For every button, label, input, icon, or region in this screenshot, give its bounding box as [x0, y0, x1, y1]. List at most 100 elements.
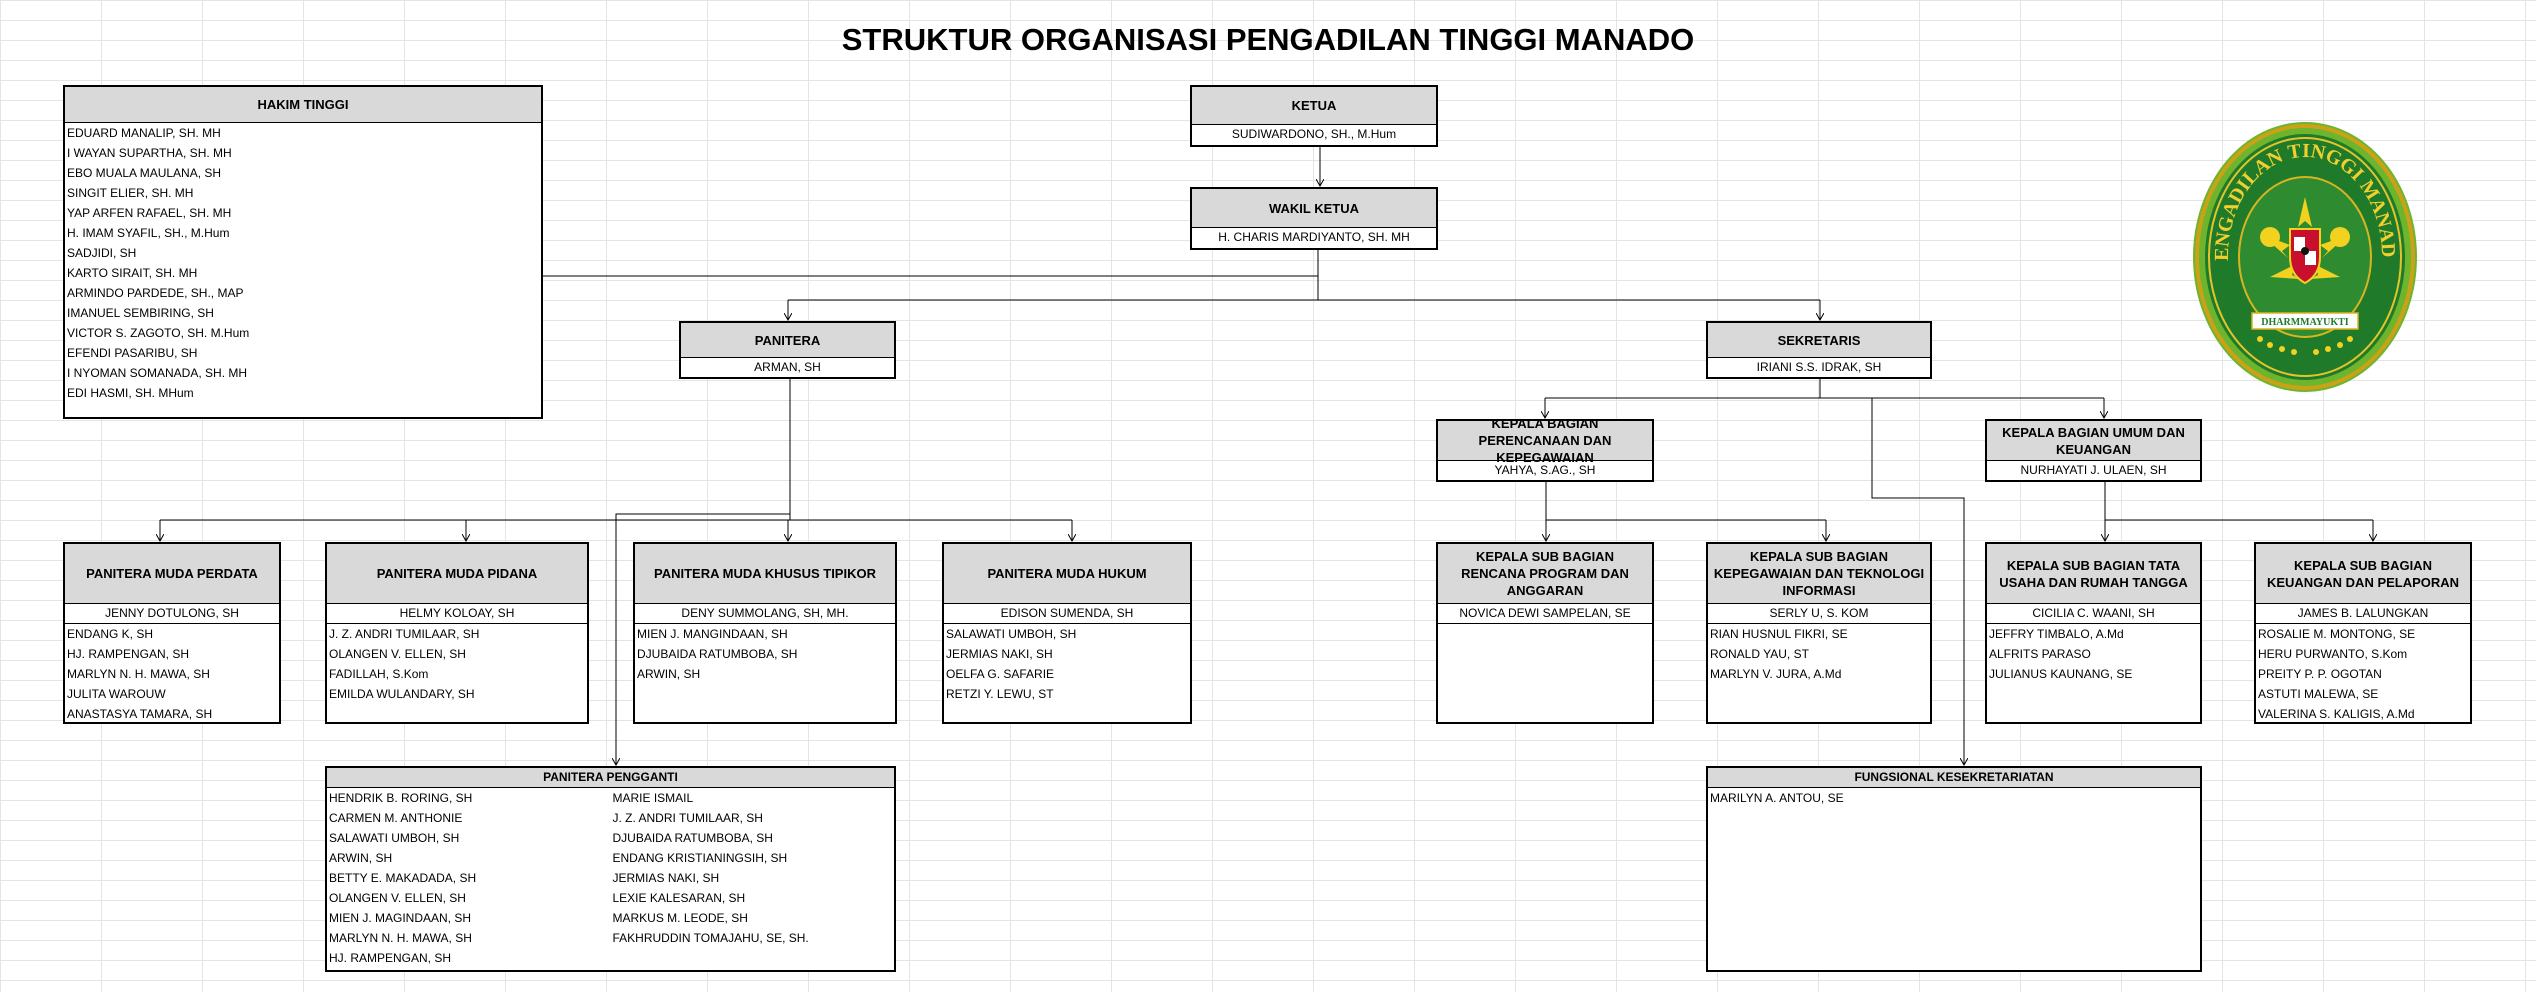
- list-item: EFENDI PASARIBU, SH: [67, 346, 198, 360]
- list-item: EBO MUALA MAULANA, SH: [67, 166, 222, 180]
- member-list: RIAN HUSNUL FIKRI, SE RONALD YAU, ST MAR…: [1708, 624, 1930, 684]
- panitera-box: PANITERA ARMAN, SH: [679, 321, 896, 379]
- box-heading: PANITERA MUDA PERDATA: [65, 544, 279, 604]
- officer-name: SERLY U, S. KOM: [1708, 604, 1930, 624]
- list-item: SADJIDI, SH: [67, 246, 137, 260]
- list-item: SALAWATI UMBOH, SH: [329, 831, 460, 845]
- list-item: PREITY P. P. OGOTAN: [2258, 667, 2382, 681]
- officer-name: JAMES B. LALUNGKAN: [2256, 604, 2470, 624]
- officer-name: CICILIA C. WAANI, SH: [1987, 604, 2200, 624]
- box-heading: KEPALA BAGIAN PERENCANAAN DAN KEPEGAWAIA…: [1438, 416, 1652, 465]
- officer-name: EDISON SUMENDA, SH: [944, 604, 1190, 624]
- list-item: ASTUTI MALEWA, SE: [2258, 687, 2379, 701]
- panitera-pengganti-box: PANITERA PENGGANTI HENDRIK B. RORING, SH…: [325, 766, 896, 972]
- ketua-box: KETUA SUDIWARDONO, SH., M.Hum: [1190, 85, 1438, 147]
- list-item: MARIE ISMAIL: [612, 791, 694, 805]
- list-item: DJUBAIDA RATUMBOBA, SH: [637, 647, 798, 661]
- list-item: MARILYN A. ANTOU, SE: [1710, 791, 1844, 805]
- list-item: FADILLAH, S.Kom: [329, 667, 429, 681]
- list-item: H. IMAM SYAFIL, SH., M.Hum: [67, 226, 230, 240]
- list-item: YAP ARFEN RAFAEL, SH. MH: [67, 206, 232, 220]
- list-item: KARTO SIRAIT, SH. MH: [67, 266, 198, 280]
- officer-name: H. CHARIS MARDIYANTO, SH. MH: [1218, 230, 1410, 244]
- list-item: OLANGEN V. ELLEN, SH: [329, 647, 466, 661]
- hakim-tinggi-box: HAKIM TINGGI EDUARD MANALIP, SH. MH I WA…: [63, 85, 543, 419]
- member-list: JEFFRY TIMBALO, A.Md ALFRITS PARASO JULI…: [1987, 624, 2200, 684]
- list-item: MARLYN N. H. MAWA, SH: [67, 667, 210, 681]
- box-heading: PANITERA MUDA HUKUM: [944, 544, 1190, 604]
- officer-name: YAHYA, S.AG., SH: [1494, 463, 1596, 477]
- fungsional-kesekretariatan-box: FUNGSIONAL KESEKRETARIATAN MARILYN A. AN…: [1706, 766, 2202, 972]
- list-item: FAKHRUDDIN TOMAJAHU, SE, SH.: [612, 931, 809, 945]
- list-item: OELFA G. SAFARIE: [946, 667, 1055, 681]
- kasubbag-keuangan-box: KEPALA SUB BAGIAN KEUANGAN DAN PELAPORAN…: [2254, 542, 2472, 724]
- member-list: EDUARD MANALIP, SH. MH I WAYAN SUPARTHA,…: [65, 123, 541, 403]
- list-item: J. Z. ANDRI TUMILAAR, SH: [612, 811, 763, 825]
- list-item: HENDRIK B. RORING, SH: [329, 791, 473, 805]
- box-heading: PANITERA MUDA KHUSUS TIPIKOR: [635, 544, 895, 604]
- box-heading: KEPALA SUB BAGIAN TATA USAHA DAN RUMAH T…: [1987, 544, 2200, 604]
- member-list: J. Z. ANDRI TUMILAAR, SH OLANGEN V. ELLE…: [327, 624, 587, 704]
- list-item: JERMIAS NAKI, SH: [946, 647, 1053, 661]
- member-list: MIEN J. MANGINDAAN, SH DJUBAIDA RATUMBOB…: [635, 624, 895, 684]
- kasubbag-tata-usaha-box: KEPALA SUB BAGIAN TATA USAHA DAN RUMAH T…: [1985, 542, 2202, 724]
- list-item: JULIANUS KAUNANG, SE: [1989, 667, 2133, 681]
- list-item: LEXIE KALESARAN, SH: [612, 891, 746, 905]
- list-item: ROSALIE M. MONTONG, SE: [2258, 627, 2416, 641]
- list-item: EMILDA WULANDARY, SH: [329, 687, 475, 701]
- list-item: ENDANG K, SH: [67, 627, 154, 641]
- list-item: I WAYAN SUPARTHA, SH. MH: [67, 146, 232, 160]
- officer-name: IRIANI S.S. IDRAK, SH: [1756, 360, 1882, 374]
- list-item: SALAWATI UMBOH, SH: [946, 627, 1077, 641]
- member-columns: HENDRIK B. RORING, SH CARMEN M. ANTHONIE…: [327, 788, 894, 968]
- list-item: MIEN J. MANGINDAAN, SH: [637, 627, 788, 641]
- list-item: I NYOMAN SOMANADA, SH. MH: [67, 366, 248, 380]
- sekretaris-box: SEKRETARIS IRIANI S.S. IDRAK, SH: [1706, 321, 1932, 379]
- list-item: VICTOR S. ZAGOTO, SH. M.Hum: [67, 326, 250, 340]
- list-item: RETZI Y. LEWU, ST: [946, 687, 1054, 701]
- list-item: HERU PURWANTO, S.Kom: [2258, 647, 2408, 661]
- officer-name: HELMY KOLOAY, SH: [327, 604, 587, 624]
- box-heading: WAKIL KETUA: [1192, 189, 1436, 228]
- list-item: ARMINDO PARDEDE, SH., MAP: [67, 286, 244, 300]
- list-item: SINGIT ELIER, SH. MH: [67, 186, 194, 200]
- box-heading: KETUA: [1192, 87, 1436, 125]
- officer-name: JENNY DOTULONG, SH: [65, 604, 279, 624]
- list-item: ANASTASYA TAMARA, SH: [67, 707, 213, 721]
- kabag-umum-box: KEPALA BAGIAN UMUM DAN KEUANGAN NURHAYAT…: [1985, 419, 2202, 482]
- list-item: RONALD YAU, ST: [1710, 647, 1809, 661]
- officer-name: NOVICA DEWI SAMPELAN, SE: [1438, 604, 1652, 624]
- box-heading: KEPALA SUB BAGIAN RENCANA PROGRAM DAN AN…: [1438, 544, 1652, 604]
- kasubbag-rencana-box: KEPALA SUB BAGIAN RENCANA PROGRAM DAN AN…: [1436, 542, 1654, 724]
- panitera-muda-perdata-box: PANITERA MUDA PERDATA JENNY DOTULONG, SH…: [63, 542, 281, 724]
- officer-name: ARMAN, SH: [754, 360, 821, 374]
- list-item: HJ. RAMPENGAN, SH: [67, 647, 190, 661]
- box-heading: KEPALA SUB BAGIAN KEPEGAWAIAN DAN TEKNOL…: [1708, 544, 1930, 604]
- kasubbag-kepegawaian-box: KEPALA SUB BAGIAN KEPEGAWAIAN DAN TEKNOL…: [1706, 542, 1932, 724]
- list-item: EDUARD MANALIP, SH. MH: [67, 126, 221, 140]
- panitera-muda-tipikor-box: PANITERA MUDA KHUSUS TIPIKOR DENY SUMMOL…: [633, 542, 897, 724]
- officer-name: DENY SUMMOLANG, SH, MH.: [635, 604, 895, 624]
- list-item: VALERINA S. KALIGIS, A.Md: [2258, 707, 2415, 721]
- list-item: MARLYN V. JURA, A.Md: [1710, 667, 1842, 681]
- list-item: ARWIN, SH: [329, 851, 393, 865]
- list-item: DJUBAIDA RATUMBOBA, SH: [612, 831, 773, 845]
- box-heading: PANITERA MUDA PIDANA: [327, 544, 587, 604]
- wakil-ketua-box: WAKIL KETUA H. CHARIS MARDIYANTO, SH. MH: [1190, 187, 1438, 250]
- box-heading: PANITERA: [681, 323, 894, 358]
- list-item: MARLYN N. H. MAWA, SH: [329, 931, 472, 945]
- box-heading: FUNGSIONAL KESEKRETARIATAN: [1708, 768, 2200, 788]
- list-item: CARMEN M. ANTHONIE: [329, 811, 463, 825]
- list-item: JERMIAS NAKI, SH: [612, 871, 720, 885]
- member-list: MARILYN A. ANTOU, SE: [1708, 788, 2200, 808]
- officer-name: SUDIWARDONO, SH., M.Hum: [1231, 127, 1397, 141]
- box-heading: KEPALA BAGIAN UMUM DAN KEUANGAN: [1987, 421, 2200, 461]
- list-item: J. Z. ANDRI TUMILAAR, SH: [329, 627, 480, 641]
- box-heading: HAKIM TINGGI: [65, 87, 541, 123]
- list-item: IMANUEL SEMBIRING, SH: [67, 306, 214, 320]
- court-seal-logo: PENGADILAN TINGGI MANADO DHARMMAYUKTI: [2182, 100, 2420, 397]
- list-item: JULITA WAROUW: [67, 687, 166, 701]
- member-list-col-1: HENDRIK B. RORING, SH CARMEN M. ANTHONIE…: [327, 788, 611, 968]
- member-list-col-2: MARIE ISMAIL J. Z. ANDRI TUMILAAR, SH DJ…: [611, 788, 895, 968]
